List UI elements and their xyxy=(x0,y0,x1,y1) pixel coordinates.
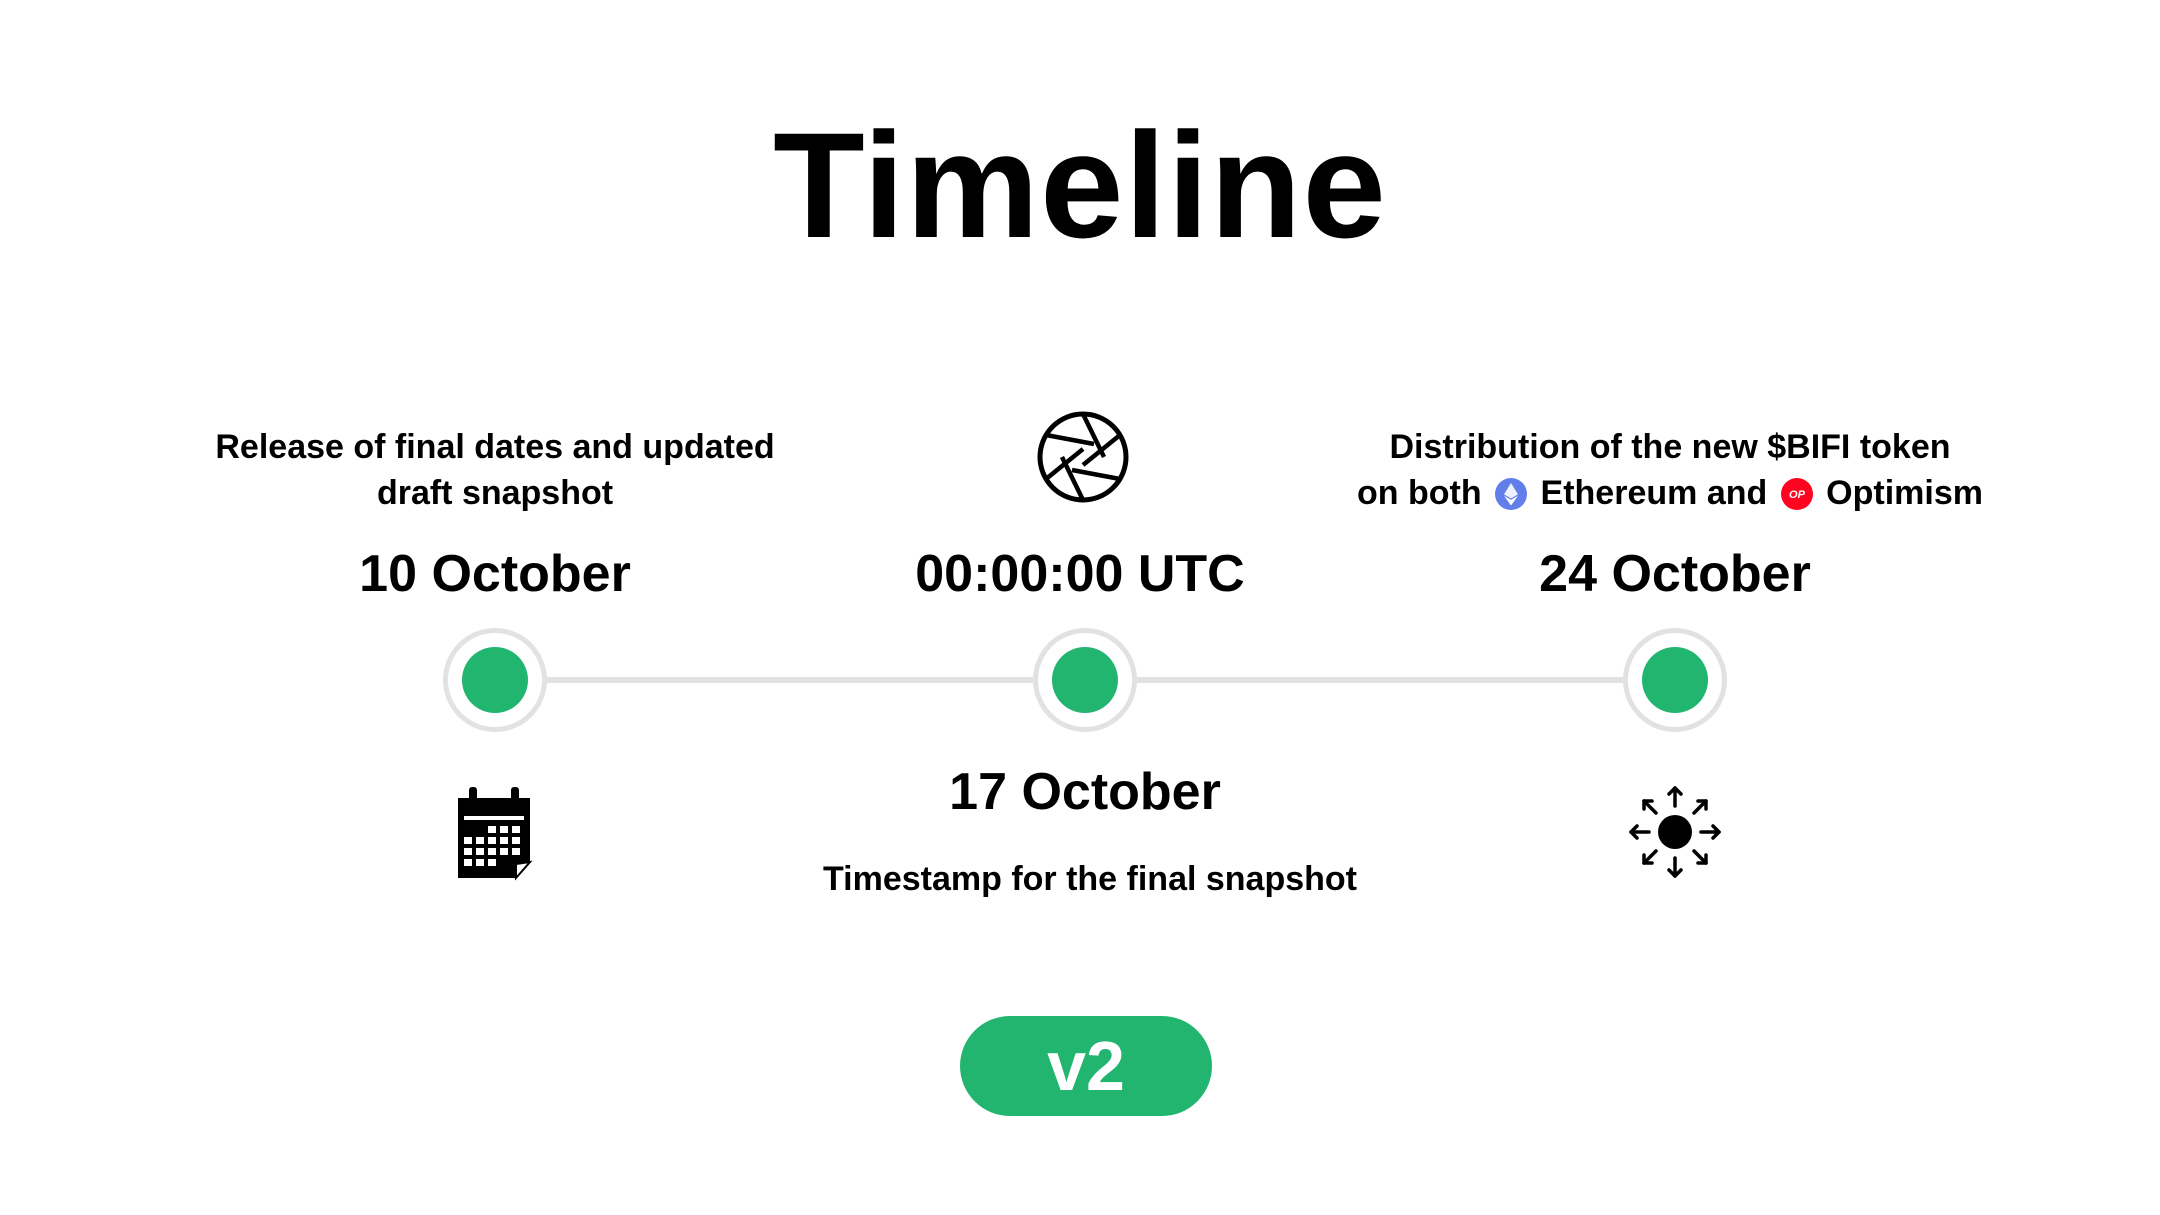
chain-optimism-label: Optimism xyxy=(1826,474,1983,512)
ethereum-icon xyxy=(1495,476,1528,510)
milestone-3-node xyxy=(1623,628,1727,732)
page-title: Timeline xyxy=(773,101,1387,269)
chain-ethereum-label: Ethereum xyxy=(1540,474,1698,512)
milestone-1-date: 10 October xyxy=(359,545,631,603)
milestone-1-description: Release of final dates and updated draft… xyxy=(215,428,775,512)
milestone-3-description: Distribution of the new $BIFI token on b… xyxy=(1330,424,2010,516)
milestone-2-description: Timestamp for the final snapshot xyxy=(822,860,1357,898)
milestone-2-dot xyxy=(1052,647,1118,713)
optimism-icon: OP xyxy=(1780,476,1813,510)
distribution-icon xyxy=(1623,780,1727,884)
description-prefix: on both xyxy=(1357,474,1482,512)
milestone-2-date: 17 October xyxy=(949,763,1221,821)
milestone-3-date: 24 October xyxy=(1539,545,1811,603)
conjunction: and xyxy=(1706,474,1768,512)
milestone-1-node xyxy=(443,628,547,732)
calendar-icon xyxy=(454,786,534,882)
milestone-3-dot xyxy=(1642,647,1708,713)
milestone-3-description-line2: on both Ethereum and OP Optimism xyxy=(1330,470,2010,516)
milestone-2-node xyxy=(1033,628,1137,732)
aperture-icon xyxy=(1036,410,1130,504)
version-badge: v2 xyxy=(960,1016,1212,1116)
milestone-2-time: 00:00:00 UTC xyxy=(915,545,1245,603)
optimism-logo-text: OP xyxy=(1789,489,1806,501)
milestone-3-description-line1: Distribution of the new $BIFI token xyxy=(1389,428,1951,466)
milestone-1-dot xyxy=(462,647,528,713)
